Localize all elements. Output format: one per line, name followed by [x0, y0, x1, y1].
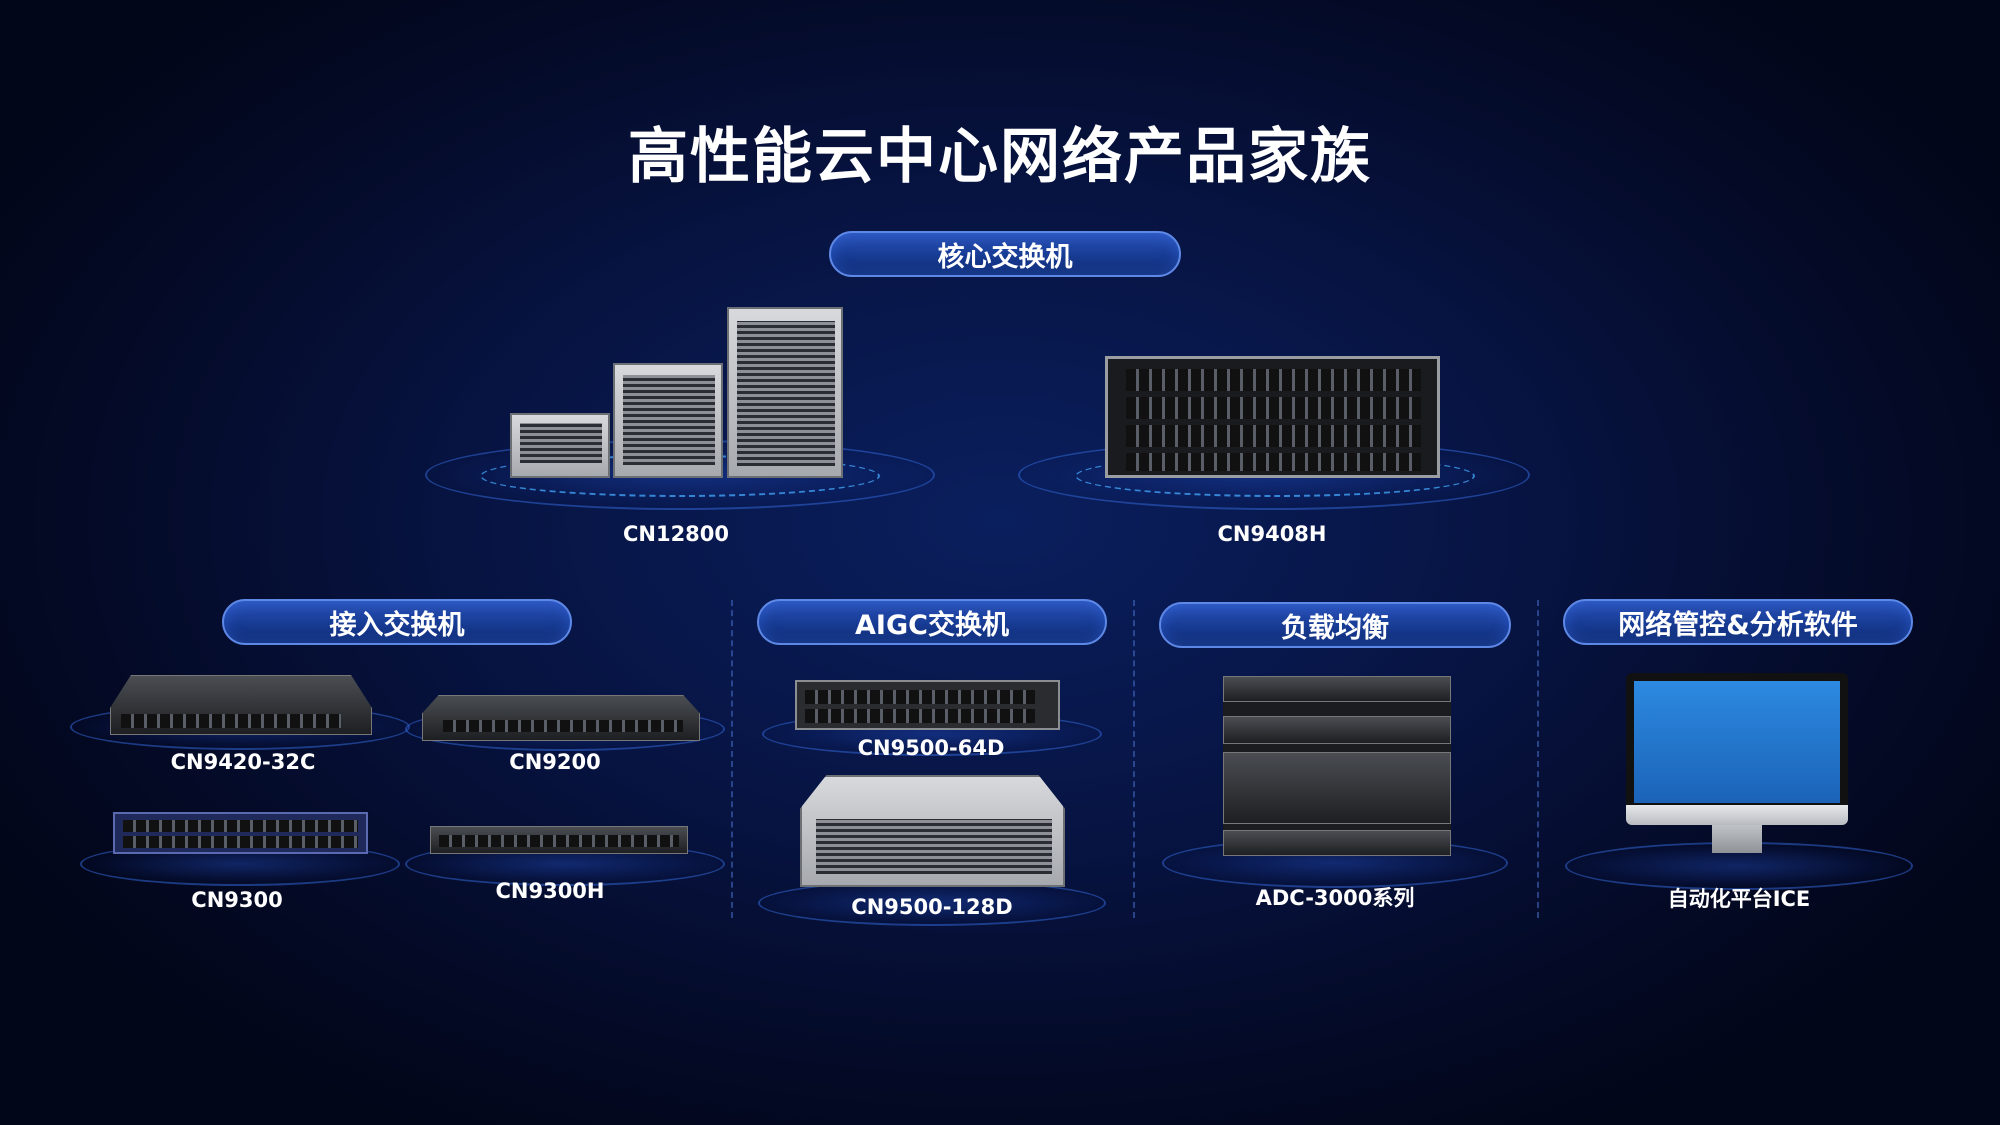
product-image-cn12800	[510, 305, 845, 480]
product-label-cn9300: CN9300	[191, 888, 283, 912]
product-label-cn9500-128d: CN9500-128D	[851, 895, 1013, 919]
page-title: 高性能云中心网络产品家族	[628, 122, 1372, 192]
product-image-monitor	[1626, 673, 1848, 825]
product-image-cn9420-32c	[110, 675, 372, 735]
monitor-stand	[1712, 825, 1762, 853]
section-divider	[1133, 600, 1135, 918]
product-label-cn9420-32c: CN9420-32C	[170, 750, 316, 774]
product-image-cn9500-64d	[795, 680, 1060, 730]
product-image-cn9200	[422, 695, 700, 741]
product-image-cn9300	[113, 812, 368, 854]
product-label-cn9408h: CN9408H	[1217, 522, 1327, 546]
product-image-cn9300h	[430, 826, 688, 854]
section-label: AIGC交换机	[855, 609, 1009, 641]
section-divider	[1537, 600, 1539, 918]
product-label-adc-3000: ADC-3000系列	[1255, 886, 1415, 910]
section-pill-load-balancer: 负载均衡	[1159, 602, 1511, 648]
product-image-adc-3000	[1223, 676, 1451, 856]
section-label: 负载均衡	[1281, 612, 1389, 644]
section-divider	[731, 600, 733, 918]
section-pill-core-switch: 核心交换机	[829, 231, 1181, 277]
product-label-cn9200: CN9200	[509, 750, 601, 774]
section-label: 网络管控&分析软件	[1618, 609, 1858, 641]
product-label-cn9500-64d: CN9500-64D	[857, 736, 1005, 760]
product-image-cn9408h	[1105, 356, 1440, 478]
section-pill-aigc-switch: AIGC交换机	[757, 599, 1107, 645]
product-label-cn12800: CN12800	[622, 522, 730, 546]
pedestal-ring	[758, 880, 1106, 926]
product-label-cn9300h: CN9300H	[495, 879, 605, 903]
product-image-cn9500-128d	[800, 775, 1065, 887]
product-label-ice: 自动化平台ICE	[1667, 887, 1811, 911]
section-pill-management-software: 网络管控&分析软件	[1563, 599, 1913, 645]
section-pill-access-switch: 接入交换机	[222, 599, 572, 645]
section-label: 核心交换机	[937, 241, 1073, 273]
section-label: 接入交换机	[329, 609, 465, 641]
